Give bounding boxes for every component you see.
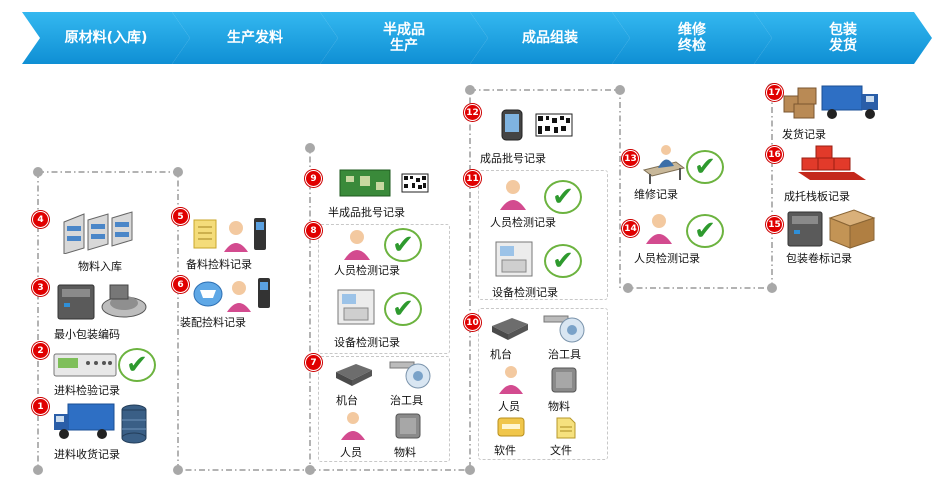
label-software: 软件 (494, 444, 516, 457)
label-person-inspection: 人员检测记录 (634, 252, 700, 265)
step-label: 半成品 生产 (383, 22, 425, 54)
machine-icon (336, 364, 372, 386)
step-label: 原材料(入库) (64, 30, 148, 46)
badge-15: 15 (766, 216, 783, 233)
label-material-inbound: 物料入库 (78, 260, 122, 273)
printer-box-icon (787, 209, 876, 249)
warehouse-shelves-icon (63, 211, 133, 254)
label-person-inspection: 人员检测记录 (334, 264, 400, 277)
label-repair-record: 维修记录 (634, 188, 678, 201)
badge-7: 7 (305, 354, 322, 371)
group-box-col3-inspection (318, 224, 450, 354)
approved-stamp-icon: ✔ (686, 150, 724, 184)
approved-stamp-icon: ✔ (686, 214, 724, 248)
step-chevron-production-issue: 生产发料 (172, 12, 338, 64)
pcb-barcode-icon (339, 169, 429, 197)
step-label: 成品组装 (522, 30, 578, 46)
label-printer-icon (57, 284, 147, 320)
approved-stamp-icon: ✔ (118, 348, 156, 382)
fixture-icon (389, 361, 431, 389)
test-instrument-icon (53, 353, 117, 377)
person-icon (499, 366, 523, 394)
badge-5: 5 (172, 208, 189, 225)
badge-3: 3 (32, 279, 49, 296)
group-box-col4-inspection (478, 170, 608, 300)
delivery-truck-icon (54, 403, 147, 444)
badge-12: 12 (464, 104, 481, 121)
badge-17: 17 (766, 84, 783, 101)
fixture-icon (543, 315, 585, 343)
label-material: 物料 (394, 446, 416, 459)
file-icon (556, 417, 576, 439)
label-incoming-inspection: 进料检验记录 (54, 384, 120, 397)
person-icon (344, 230, 370, 260)
label-file: 文件 (550, 444, 572, 457)
badge-6: 6 (172, 276, 189, 293)
phone-barcode-icon (501, 109, 573, 141)
label-pallet-record: 成托栈板记录 (784, 190, 850, 203)
person-icon (646, 214, 672, 244)
label-equipment-inspection: 设备检测记录 (492, 286, 558, 299)
badge-11: 11 (464, 170, 481, 187)
label-semi-batch: 半成品批号记录 (328, 206, 405, 219)
label-receiving-record: 进料收货记录 (54, 448, 120, 461)
label-fixture: 治工具 (390, 394, 423, 407)
badge-16: 16 (766, 146, 783, 163)
software-key-icon (497, 417, 525, 437)
label-fixture: 治工具 (548, 348, 581, 361)
document-person-scanner-icon (193, 218, 266, 252)
label-machine: 机台 (336, 394, 358, 407)
badge-4: 4 (32, 211, 49, 228)
person-icon (500, 180, 526, 210)
badge-1: 1 (32, 398, 49, 415)
approved-stamp-icon: ✔ (544, 244, 582, 278)
badge-14: 14 (622, 220, 639, 237)
step-chevron-raw-material: 原材料(入库) (22, 12, 190, 64)
badge-8: 8 (305, 222, 322, 239)
step-label: 生产发料 (227, 30, 283, 46)
approved-stamp-icon: ✔ (544, 180, 582, 214)
step-chevron-repair-inspection: 维修 终检 (612, 12, 772, 64)
group-box-col4-resources (478, 308, 608, 460)
machine-icon (495, 241, 533, 277)
pallet-icon (798, 145, 866, 180)
label-person: 人员 (498, 400, 520, 413)
label-shipping-record: 发货记录 (782, 128, 826, 141)
badge-2: 2 (32, 342, 49, 359)
repair-workbench-icon (642, 145, 686, 184)
label-min-package-code: 最小包装编码 (54, 328, 120, 341)
machine-icon (337, 289, 375, 325)
label-material: 物料 (548, 400, 570, 413)
label-person-inspection: 人员检测记录 (490, 216, 556, 229)
machine-icon (492, 318, 528, 340)
step-chevron-packing-shipping: 包装 发货 (754, 12, 932, 64)
group-box-col3-resources (318, 356, 450, 462)
label-pack-label-record: 包装卷标记录 (786, 252, 852, 265)
step-label: 包装 发货 (829, 22, 857, 54)
badge-13: 13 (622, 150, 639, 167)
label-finished-batch: 成品批号记录 (480, 152, 546, 165)
badge-10: 10 (464, 314, 481, 331)
label-person: 人员 (340, 446, 362, 459)
approved-stamp-icon: ✔ (384, 228, 422, 262)
material-icon (395, 413, 421, 439)
step-chevron-assembly: 成品组装 (470, 12, 630, 64)
cart-person-scanner-icon (193, 278, 270, 312)
material-icon (551, 367, 577, 393)
label-equipment-inspection: 设备检测记录 (334, 336, 400, 349)
badge-9: 9 (305, 170, 322, 187)
step-chevron-semi-finished: 半成品 生产 (320, 12, 488, 64)
label-machine: 机台 (490, 348, 512, 361)
approved-stamp-icon: ✔ (384, 292, 422, 326)
label-prep-picking: 备料捡料记录 (186, 258, 252, 271)
person-icon (341, 412, 365, 440)
label-assembly-picking: 装配捡料记录 (180, 316, 246, 329)
step-label: 维修 终检 (678, 22, 706, 54)
boxes-truck-icon (783, 85, 878, 119)
